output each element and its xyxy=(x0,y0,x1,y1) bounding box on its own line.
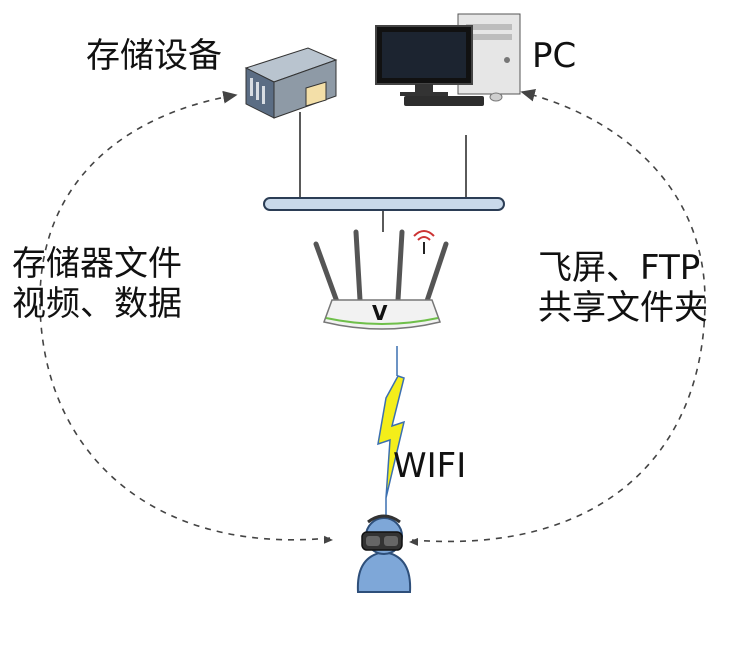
left-description-line1: 存储器文件 xyxy=(12,244,182,284)
wifi-label: WIFI xyxy=(393,446,467,486)
right-description: 飞屏、FTP 共享文件夹 xyxy=(538,248,708,328)
pc-label: PC xyxy=(532,36,577,76)
right-description-line1: 飞屏、FTP xyxy=(538,248,701,288)
dashed-arrow-left-to-storage xyxy=(39,90,331,541)
left-description: 存储器文件 视频、数据 xyxy=(12,244,182,324)
dashed-arrow-left-down xyxy=(323,535,333,544)
desktop-pc-icon xyxy=(375,13,521,106)
storage-device-icon xyxy=(244,47,338,119)
dashed-arrow-right-down xyxy=(409,537,419,546)
router-logo: V xyxy=(372,301,388,325)
storage-device-label: 存储设备 xyxy=(86,36,222,76)
router-icon: V xyxy=(313,229,449,330)
wifi-signal-icon xyxy=(413,230,435,254)
network-bus xyxy=(263,197,505,211)
vr-user-icon xyxy=(356,514,412,593)
right-description-line2: 共享文件夹 xyxy=(538,288,708,328)
left-description-line2: 视频、数据 xyxy=(12,284,182,324)
